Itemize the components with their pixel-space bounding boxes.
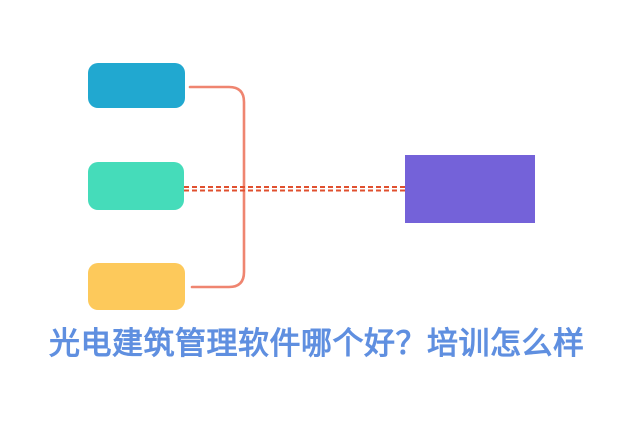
jianmi-logo: 建米软件 JIANMI SOFTWARE xyxy=(460,0,640,55)
node-result-purple xyxy=(405,155,535,223)
page-title: 光电建筑管理软件哪个好？培训怎么样 xyxy=(49,326,585,361)
node-top-blue xyxy=(88,63,185,108)
bracket-connector xyxy=(188,85,246,289)
node-bottom-yellow xyxy=(88,263,185,310)
node-middle-mint xyxy=(88,162,184,210)
